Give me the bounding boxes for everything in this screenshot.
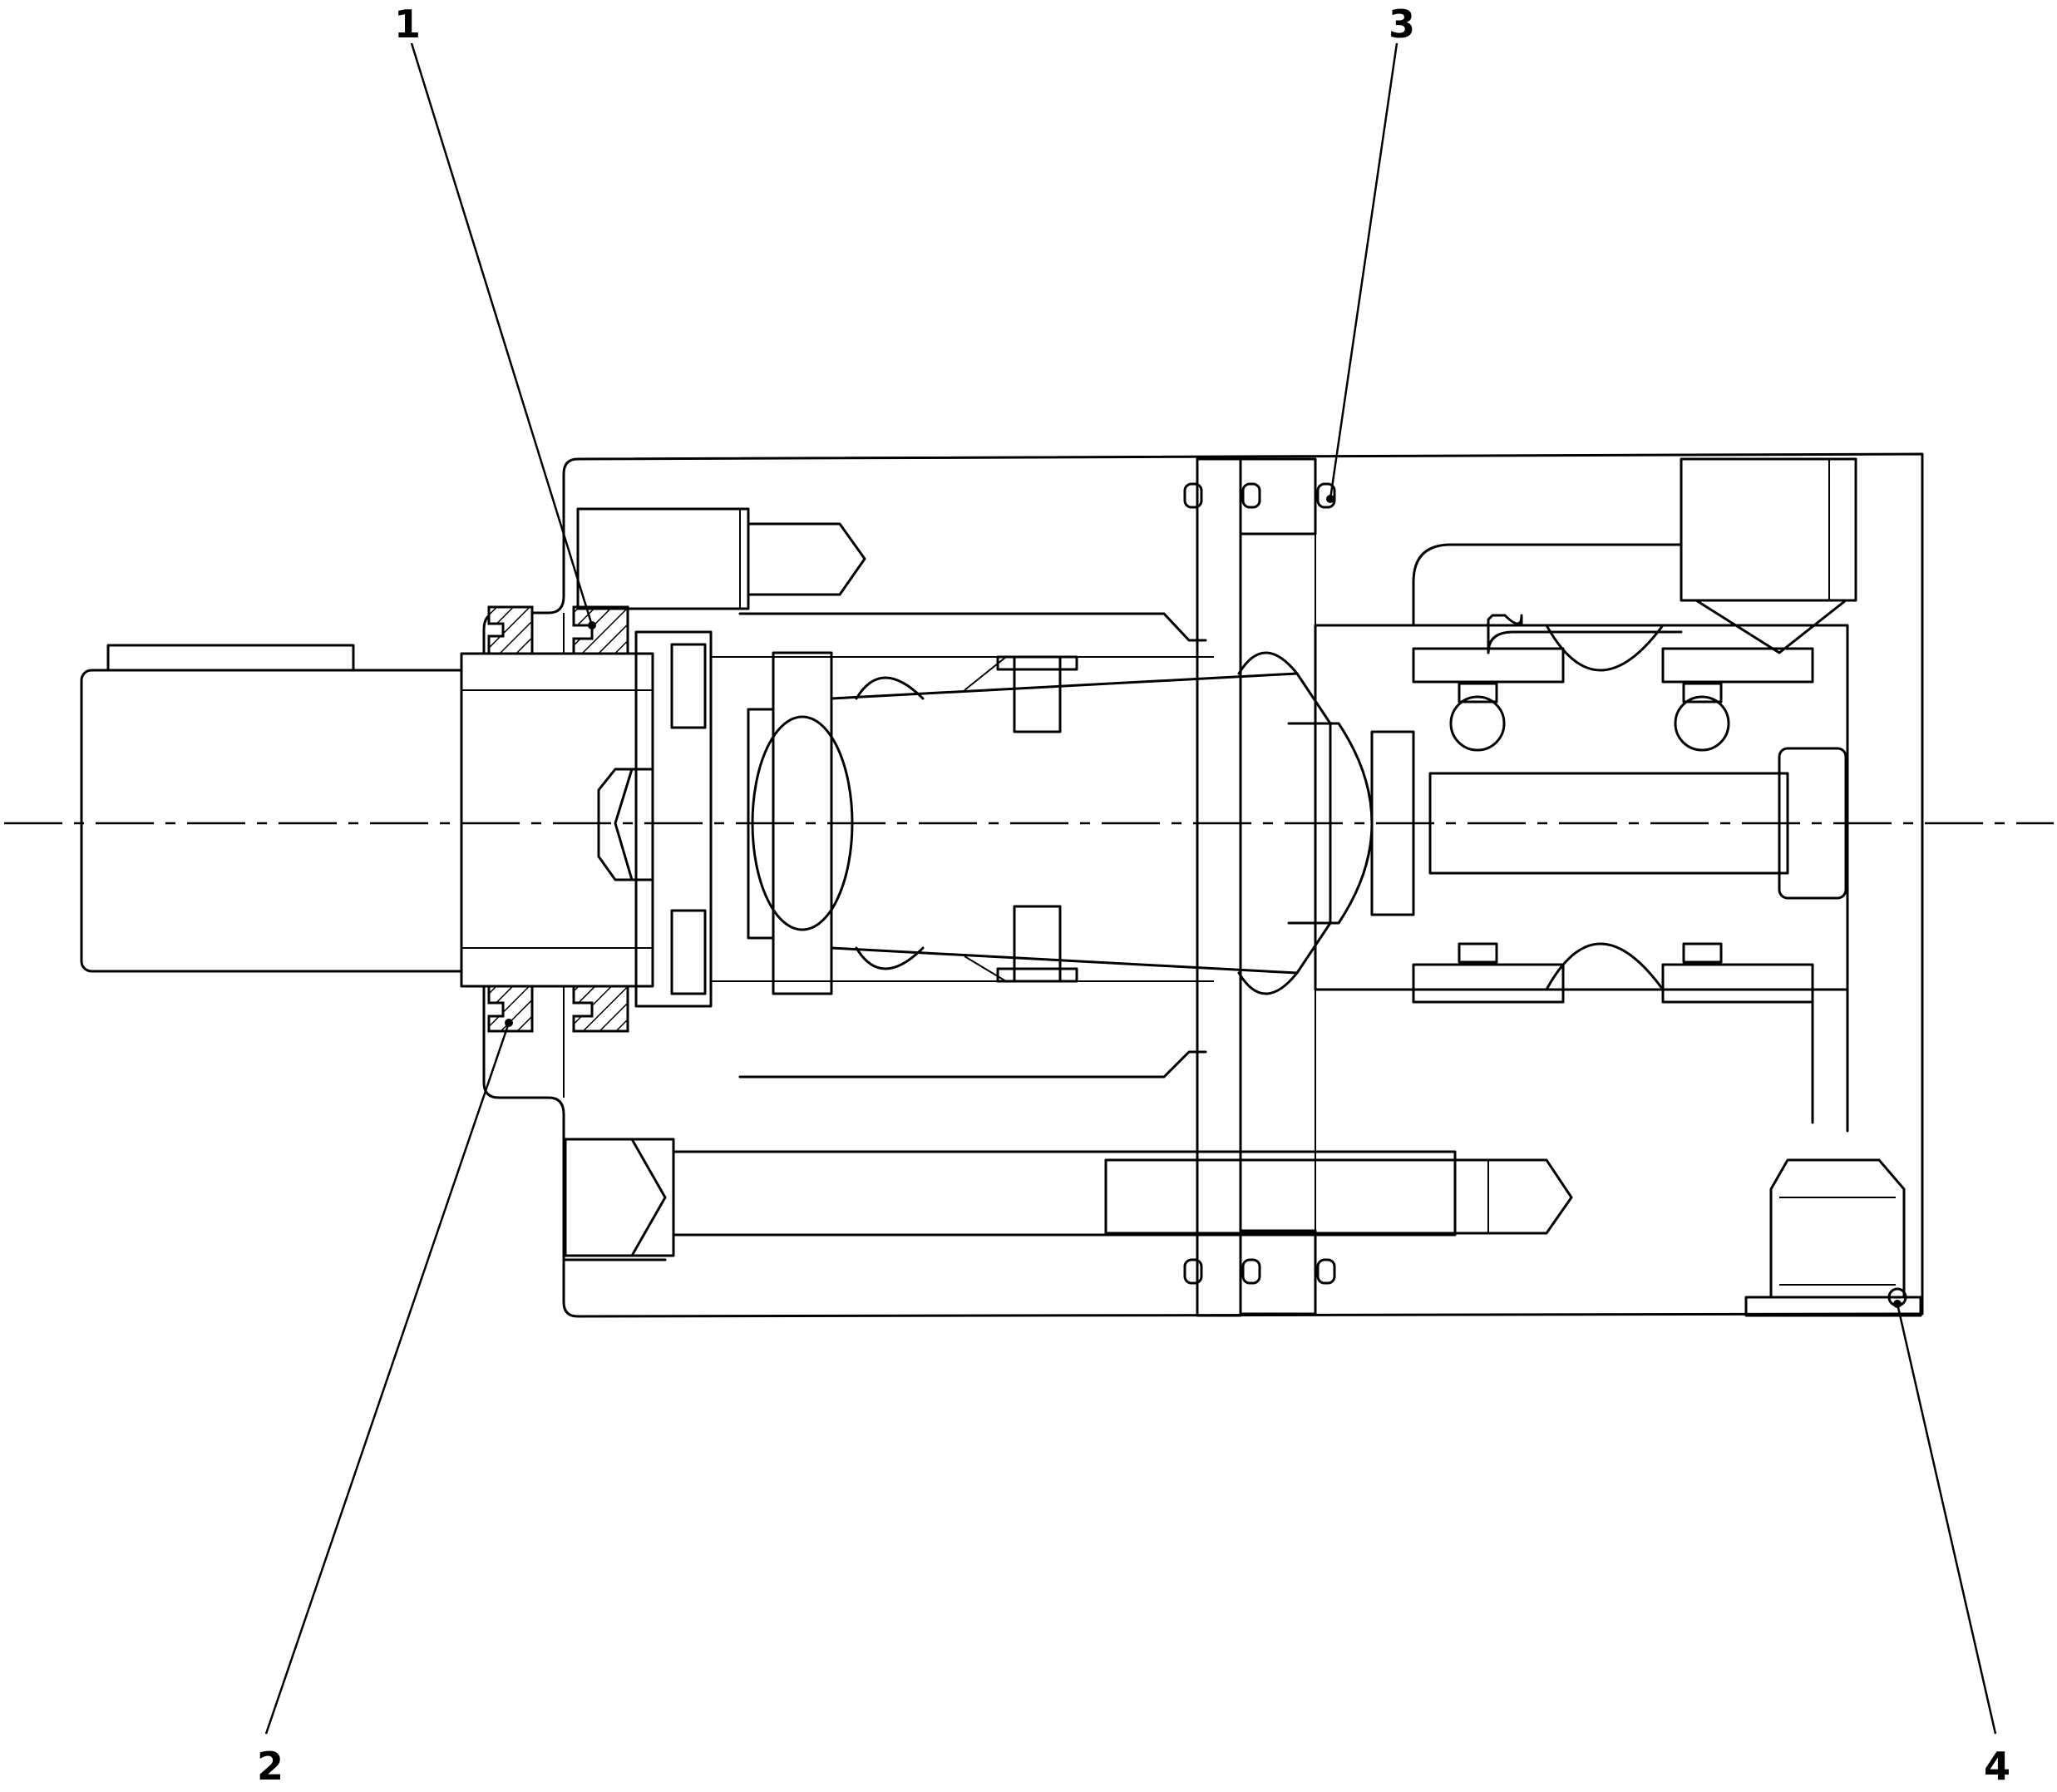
callout-4: 4 [1984, 1744, 2010, 1789]
callout-1: 1 [394, 2, 421, 47]
callout-2: 2 [257, 1744, 284, 1789]
top-bolt [576, 507, 866, 610]
seals [487, 605, 629, 1033]
input-shaft [80, 644, 654, 988]
center-plate [1183, 457, 1336, 1317]
housing [482, 452, 1924, 1318]
bottom-bolt [564, 1138, 1573, 1261]
leader-lines [264, 42, 1997, 1735]
valve-block [1314, 457, 1922, 1317]
callout-3: 3 [1389, 2, 1415, 47]
